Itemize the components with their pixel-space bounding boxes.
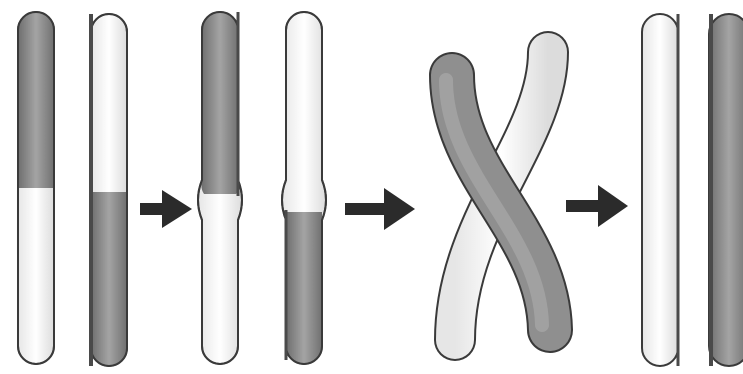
stage-recombined-pair	[642, 14, 743, 366]
chromosome-light-recombined	[642, 14, 678, 366]
chromosome-a	[18, 12, 54, 364]
stage-breakage	[198, 12, 326, 364]
arrow-3	[566, 185, 628, 227]
chromosome-a-broken	[198, 12, 242, 364]
chromosome-b	[91, 14, 127, 366]
chromosome-dark-recombined	[709, 14, 743, 366]
stage-crossing	[446, 52, 550, 340]
arrow-2	[345, 188, 415, 230]
chromosome-b-broken	[282, 12, 326, 364]
arrow-1	[140, 190, 192, 228]
stage-original-pair	[18, 12, 127, 366]
